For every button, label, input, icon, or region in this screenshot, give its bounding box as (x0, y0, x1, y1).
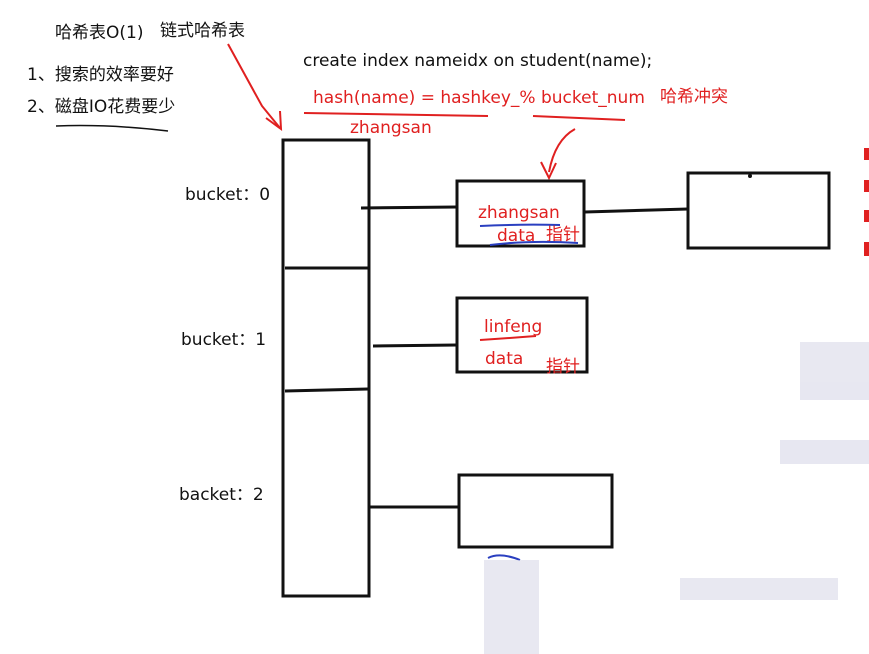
bucket-label-2: backet：2 (179, 485, 264, 505)
goal-underline (55, 124, 169, 132)
bucket-array (281, 138, 371, 598)
chain-link (584, 207, 689, 214)
chained-node (686, 171, 831, 250)
bucket2-scribble (487, 554, 521, 561)
blurred-region (484, 342, 869, 654)
chained-hash-label: 链式哈希表 (160, 21, 245, 41)
example-key: zhangsan (350, 118, 432, 138)
cropped-right-notes (863, 140, 869, 260)
chained-label-arrow (227, 43, 281, 129)
bucket-label-0: bucket：0 (185, 185, 270, 205)
formula-underline-right (532, 115, 626, 121)
node-pointer-linfeng: 指针 (546, 357, 580, 377)
node-key-zhangsan: zhangsan (478, 203, 560, 223)
node-data-zhangsan: data (497, 226, 535, 246)
node-bucket2 (457, 473, 614, 549)
node-data-underline (489, 240, 579, 246)
node-data-linfeng: data (485, 349, 523, 369)
hash-formula: hash(name) = hashkey_% bucket_num (313, 88, 645, 108)
linfeng-underline (479, 335, 537, 341)
chained-label-arrowhead (265, 110, 283, 132)
hash-collision-label: 哈希冲突 (660, 87, 728, 107)
bucket0-link (360, 205, 458, 210)
node-zhangsan (455, 179, 586, 248)
collision-arrowhead (540, 161, 557, 181)
chained-node-dot (748, 174, 752, 178)
node-pointer-zhangsan: 指针 (546, 225, 580, 245)
collision-arrow (548, 128, 576, 173)
sql-create-index: create index nameidx on student(name); (303, 51, 652, 71)
goal-search-efficiency: 1、搜索的效率要好 (27, 65, 174, 85)
goal-disk-io: 2、磁盘IO花费要少 (27, 97, 175, 117)
hash-table-title: 哈希表O(1) (55, 23, 143, 43)
bucket-divider-2 (284, 387, 369, 393)
node-key-linfeng: linfeng (484, 317, 542, 337)
bucket-label-1: bucket：1 (181, 330, 266, 350)
node-key-underline (479, 223, 561, 227)
formula-underline-left (303, 112, 489, 117)
node-linfeng (455, 296, 589, 374)
bucket1-link (372, 343, 458, 348)
